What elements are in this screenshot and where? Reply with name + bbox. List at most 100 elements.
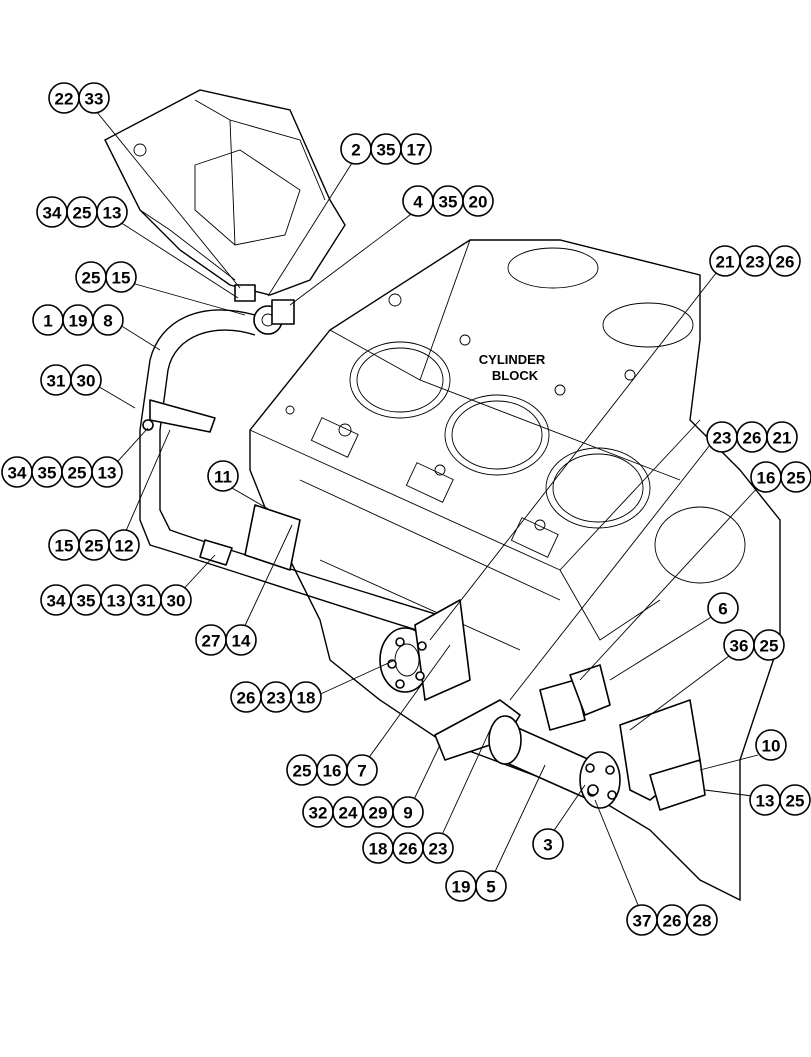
- callout-bubble: [96, 196, 128, 228]
- callout-number: 27: [202, 632, 221, 651]
- callout-number: 16: [757, 469, 776, 488]
- callout-37-26-28: 37 26 28: [626, 904, 718, 936]
- callout-number: 23: [429, 840, 448, 859]
- tube-assembly: [139, 309, 471, 701]
- callout-bubble: [532, 828, 564, 860]
- callout-number: 25: [787, 469, 806, 488]
- callout-2-35-17: 2 35 17: [340, 133, 432, 165]
- callout-number: 26: [237, 689, 256, 708]
- callout-number: 13: [98, 464, 117, 483]
- callout-number: 35: [439, 193, 458, 212]
- callout-number: 25: [82, 269, 101, 288]
- upper-bracket: [104, 89, 346, 335]
- callout-15-25-12: 15 25 12: [48, 529, 140, 561]
- callout-bubble: [422, 832, 454, 864]
- callout-25-16-7: 25 16 7: [286, 754, 378, 786]
- callout-number: 4: [413, 193, 423, 212]
- callout-number: 15: [55, 537, 74, 556]
- callout-bubble: [70, 364, 102, 396]
- callout-bubble: [160, 584, 192, 616]
- callout-bubble: [769, 245, 801, 277]
- callout-bubble: [766, 421, 798, 453]
- callout-number: 1: [43, 312, 52, 331]
- callout-number: 28: [693, 912, 712, 931]
- callout-number: 21: [716, 253, 735, 272]
- callout-number: 34: [8, 464, 27, 483]
- callout-bubble: [755, 729, 787, 761]
- callout-bubble: [225, 624, 257, 656]
- callout-bubble: [78, 82, 110, 114]
- callout-bubble: [462, 185, 494, 217]
- callout-32-24-29-9: 32 24 29 9: [302, 796, 424, 828]
- callout-number: 25: [85, 537, 104, 556]
- callout-21-23-26: 21 23 26: [709, 245, 801, 277]
- callout-number: 15: [112, 269, 131, 288]
- callout-number: 16: [323, 762, 342, 781]
- callout-bubble: [753, 629, 785, 661]
- callout-bubble: [779, 784, 811, 816]
- callout-number: 23: [746, 253, 765, 272]
- callout-bubble: [400, 133, 432, 165]
- callout-number: 35: [377, 141, 396, 160]
- callout-number: 21: [773, 429, 792, 448]
- callout-number: 34: [43, 204, 62, 223]
- callout-number: 13: [107, 592, 126, 611]
- callout-number: 25: [293, 762, 312, 781]
- callout-number: 31: [47, 372, 66, 391]
- callout-number: 26: [743, 429, 762, 448]
- callout-number: 37: [633, 912, 652, 931]
- callout-36-25: 36 25: [723, 629, 785, 661]
- callout-number: 31: [137, 592, 156, 611]
- callout-number: 24: [339, 804, 358, 823]
- callout-number: 13: [756, 792, 775, 811]
- callout-number: 12: [115, 537, 134, 556]
- callout-number: 13: [103, 204, 122, 223]
- callout-number: 14: [232, 632, 251, 651]
- callout-bubble: [780, 461, 811, 493]
- callout-number: 25: [73, 204, 92, 223]
- callout-number: 25: [760, 637, 779, 656]
- callout-number: 7: [357, 762, 366, 781]
- callout-13-25: 13 25: [749, 784, 811, 816]
- callout-number: 36: [730, 637, 749, 656]
- callout-bubble: [92, 304, 124, 336]
- callout-3: 3: [532, 828, 564, 860]
- callout-bubble: [105, 261, 137, 293]
- callout-23-26-21: 23 26 21: [706, 421, 798, 453]
- callout-number: 11: [214, 468, 232, 487]
- lower-assembly: [434, 664, 706, 811]
- callout-number: 23: [713, 429, 732, 448]
- callout-number: 32: [309, 804, 328, 823]
- callout-bubble: [207, 460, 239, 492]
- callout-bubble: [392, 796, 424, 828]
- callout-number: 22: [55, 90, 74, 109]
- callout-bubble: [108, 529, 140, 561]
- callout-27-14: 27 14: [195, 624, 257, 656]
- callout-bubble: [290, 681, 322, 713]
- callout-number: 29: [369, 804, 388, 823]
- callout-number: 26: [663, 912, 682, 931]
- callout-number: 25: [786, 792, 805, 811]
- callout-number: 26: [776, 253, 795, 272]
- callout-11: 11: [207, 460, 239, 492]
- callout-number: 10: [762, 737, 781, 756]
- callout-bubble: [91, 456, 123, 488]
- callout-number: 18: [297, 689, 316, 708]
- callout-number: 33: [85, 90, 104, 109]
- cylinder-block-label-line2: BLOCK: [492, 368, 539, 383]
- callout-22-33: 22 33: [48, 82, 110, 114]
- callout-number: 34: [47, 592, 66, 611]
- callout-10: 10: [755, 729, 787, 761]
- callout-bubble: [686, 904, 718, 936]
- callout-number: 9: [403, 804, 412, 823]
- callout-25-15: 25 15: [75, 261, 137, 293]
- callout-number: 2: [351, 141, 360, 160]
- callout-number: 17: [407, 141, 426, 160]
